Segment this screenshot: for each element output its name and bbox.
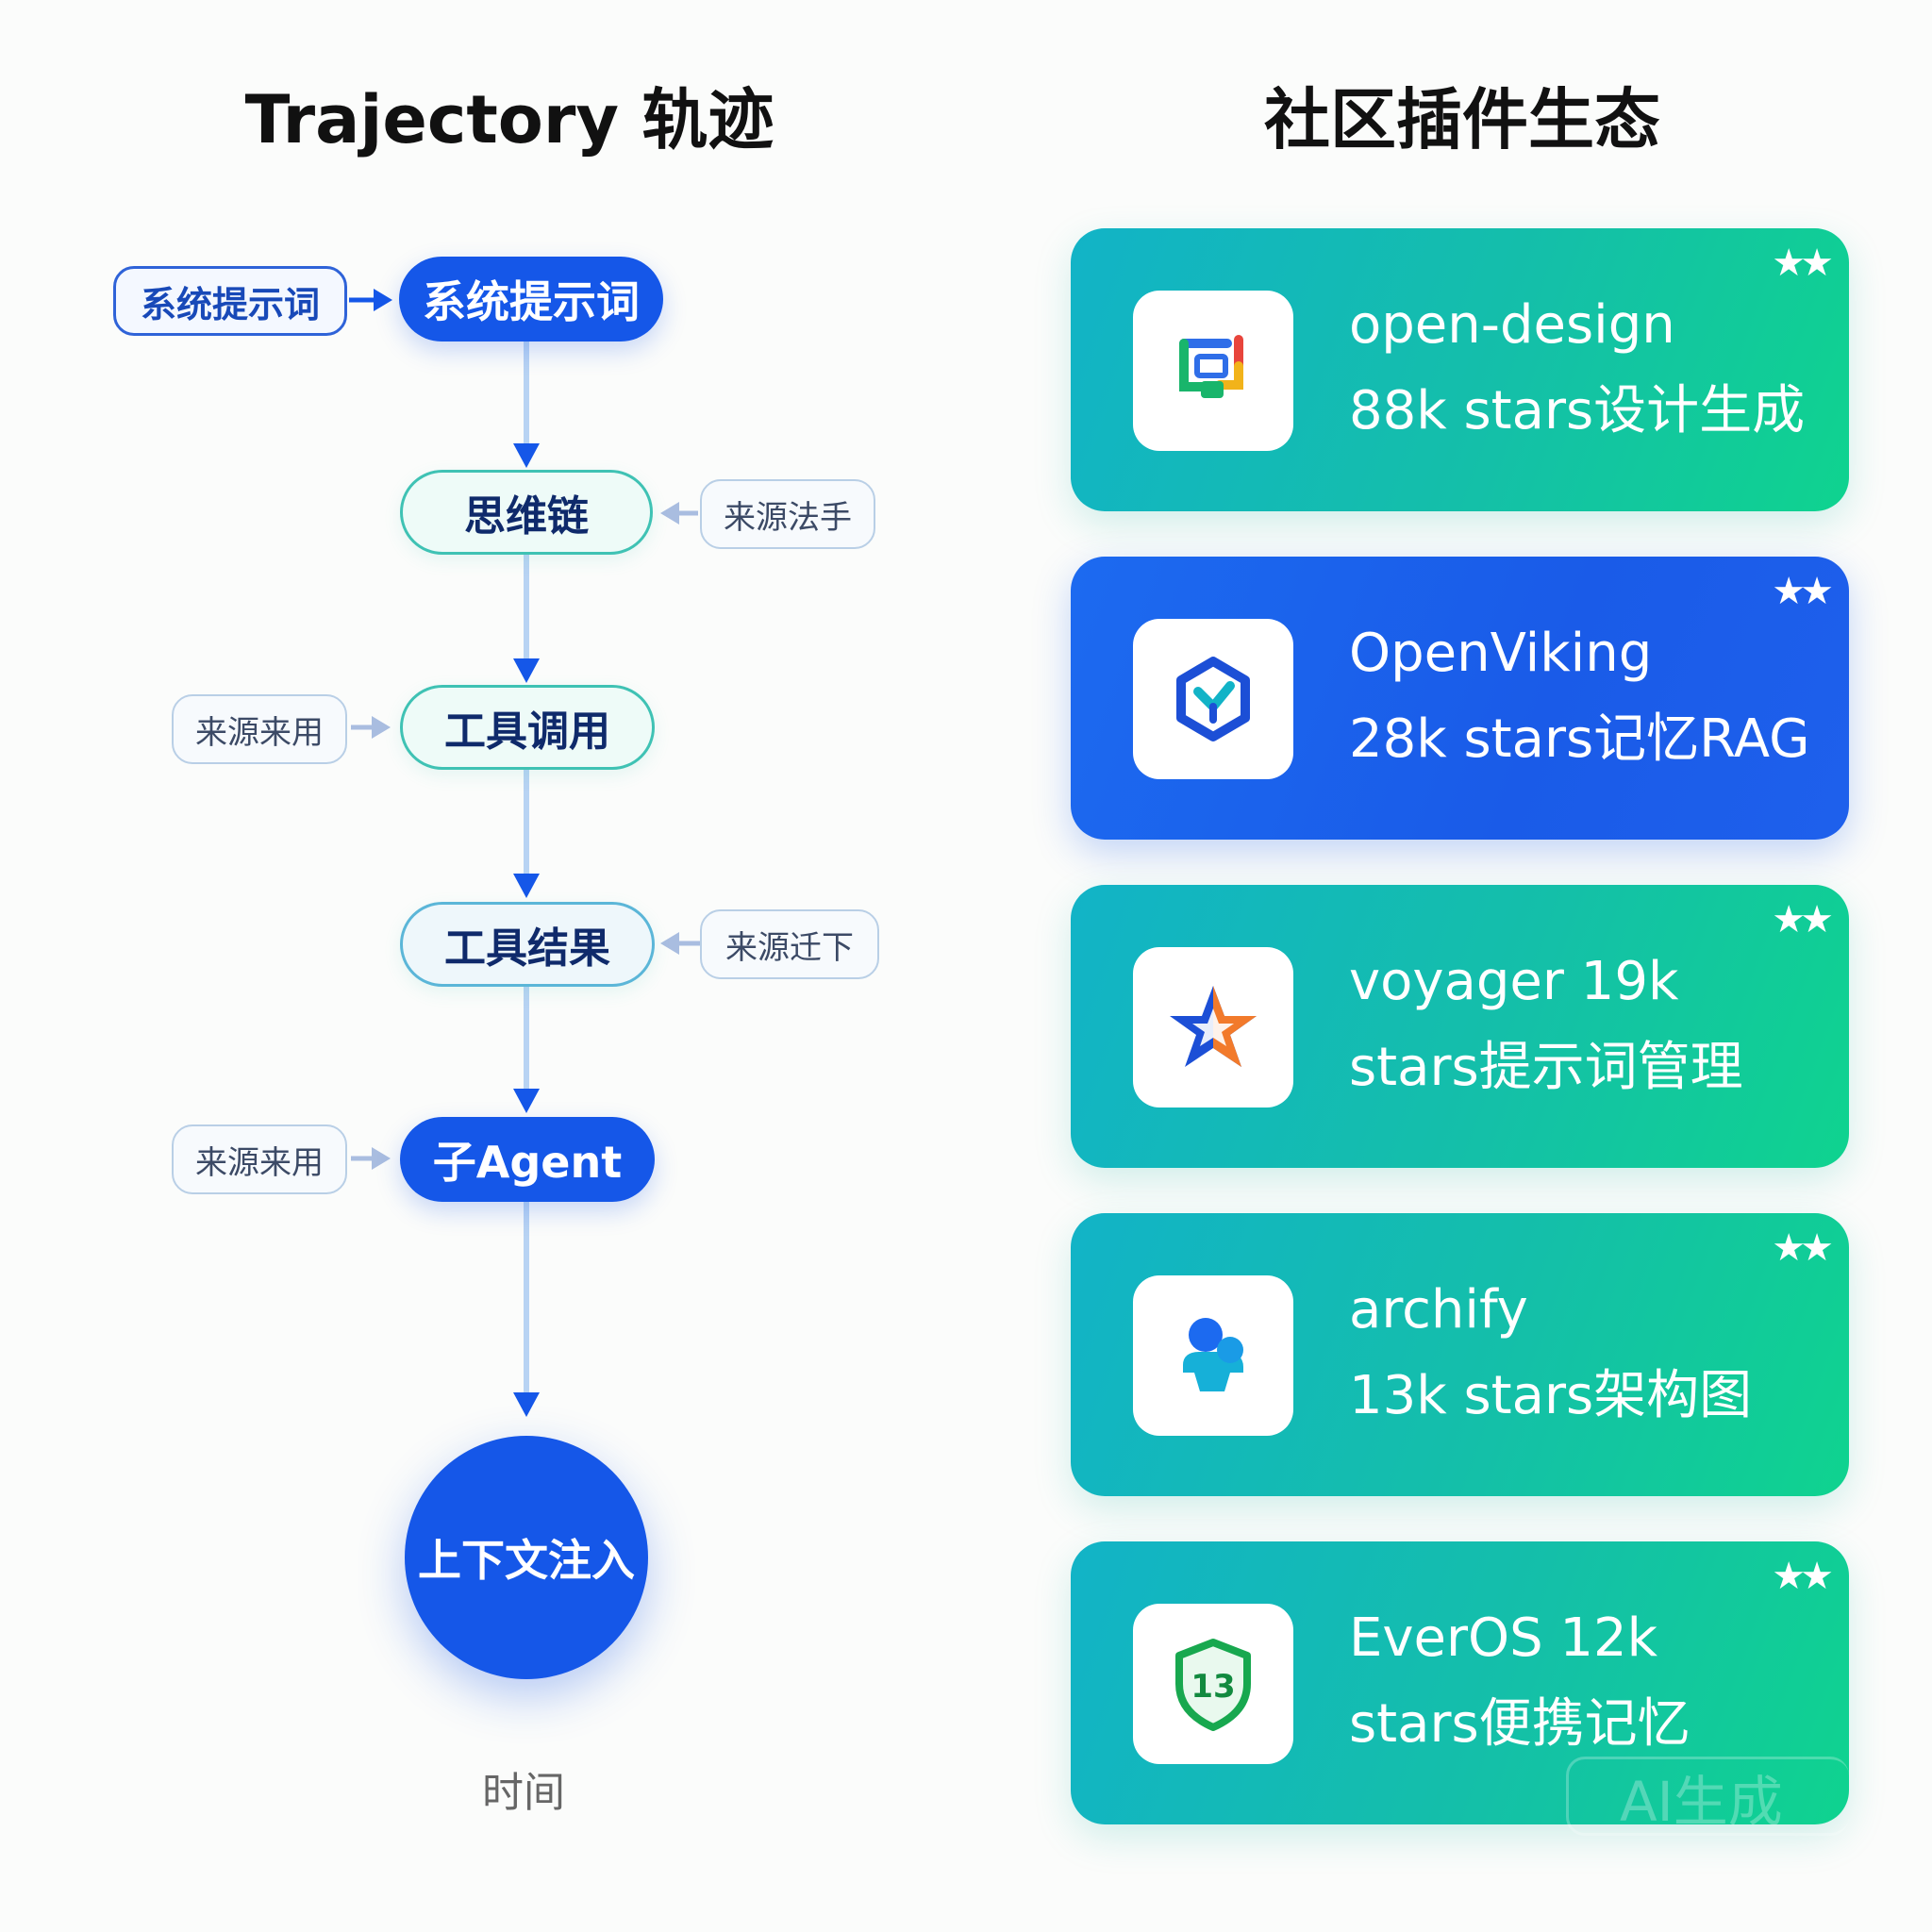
tag-cot-source: 来源法手	[700, 479, 875, 549]
arrow-down-icon	[513, 1392, 540, 1417]
shield-13-icon: 13	[1133, 1604, 1293, 1764]
side-arrows	[349, 289, 700, 1170]
tag-subagent-source: 来源来用	[172, 1124, 347, 1194]
arrow-right-icon	[374, 289, 392, 311]
tag-tool-call-source: 来源来用	[172, 694, 347, 764]
arrow-down-icon	[513, 658, 540, 683]
svg-text:13: 13	[1191, 1668, 1235, 1706]
plugin-name: voyager 19k	[1349, 951, 1679, 1012]
plugin-description: 13k stars架构图	[1349, 1365, 1753, 1426]
plugin-description: 28k stars记忆RAG	[1349, 708, 1810, 770]
rating-stars: ★★	[1772, 1555, 1834, 1598]
node-chain-of-thought: 思维链	[400, 470, 653, 555]
plugin-card-archify[interactable]: ★★ archify 13k stars架构图	[1071, 1213, 1849, 1496]
node-system-prompt: 系统提示词	[399, 257, 663, 341]
arrow-down-icon	[513, 874, 540, 898]
design-window-icon	[1133, 291, 1293, 451]
plugin-name: archify	[1349, 1279, 1528, 1341]
trajectory-title: Trajectory 轨迹	[244, 81, 774, 158]
node-tool-call: 工具调用	[400, 685, 655, 770]
arrow-right-icon	[372, 716, 391, 739]
arrow-down-icon	[513, 443, 540, 468]
node-sub-agent: 子Agent	[400, 1117, 655, 1202]
rating-stars: ★★	[1772, 242, 1834, 285]
rating-stars: ★★	[1772, 570, 1834, 613]
plugin-card-openviking[interactable]: ★★ OpenViking 28k stars记忆RAG	[1071, 557, 1849, 840]
plugin-card-everos[interactable]: ★★ 13 EverOS 12k stars便携记忆	[1071, 1541, 1849, 1824]
architecture-figure-icon	[1133, 1275, 1293, 1436]
plugin-description: 88k stars设计生成	[1349, 380, 1806, 441]
spine-arrowheads	[513, 443, 540, 1417]
arrow-down-icon	[513, 1089, 540, 1113]
arrow-right-icon	[372, 1147, 391, 1170]
rating-stars: ★★	[1772, 898, 1834, 941]
tag-system-prompt-source: 系统提示词	[113, 266, 347, 336]
plugin-description: stars提示词管理	[1349, 1037, 1743, 1098]
viking-hexagon-icon	[1133, 619, 1293, 779]
plugin-description: stars便携记忆	[1349, 1693, 1690, 1755]
plugin-name: EverOS 12k	[1349, 1607, 1658, 1669]
tag-tool-result-source: 来源迁下	[700, 909, 879, 979]
plugin-name: OpenViking	[1349, 623, 1653, 684]
arrow-left-icon	[660, 502, 679, 525]
ai-generated-watermark: AI生成	[1566, 1757, 1849, 1836]
time-axis-label: 时间	[482, 1769, 565, 1817]
star-icon	[1133, 947, 1293, 1108]
node-tool-result: 工具结果	[400, 902, 655, 987]
arrow-left-icon	[660, 932, 679, 955]
plugin-card-voyager[interactable]: ★★ voyager 19k stars提示词管理	[1071, 885, 1849, 1168]
node-context-injection: 上下文注入	[405, 1436, 648, 1679]
plugin-ecosystem-title: 社区插件生态	[1264, 81, 1660, 158]
plugin-card-open-design[interactable]: ★★ open-design 88k stars设计生成	[1071, 228, 1849, 511]
rating-stars: ★★	[1772, 1226, 1834, 1270]
plugin-name: open-design	[1349, 294, 1675, 356]
